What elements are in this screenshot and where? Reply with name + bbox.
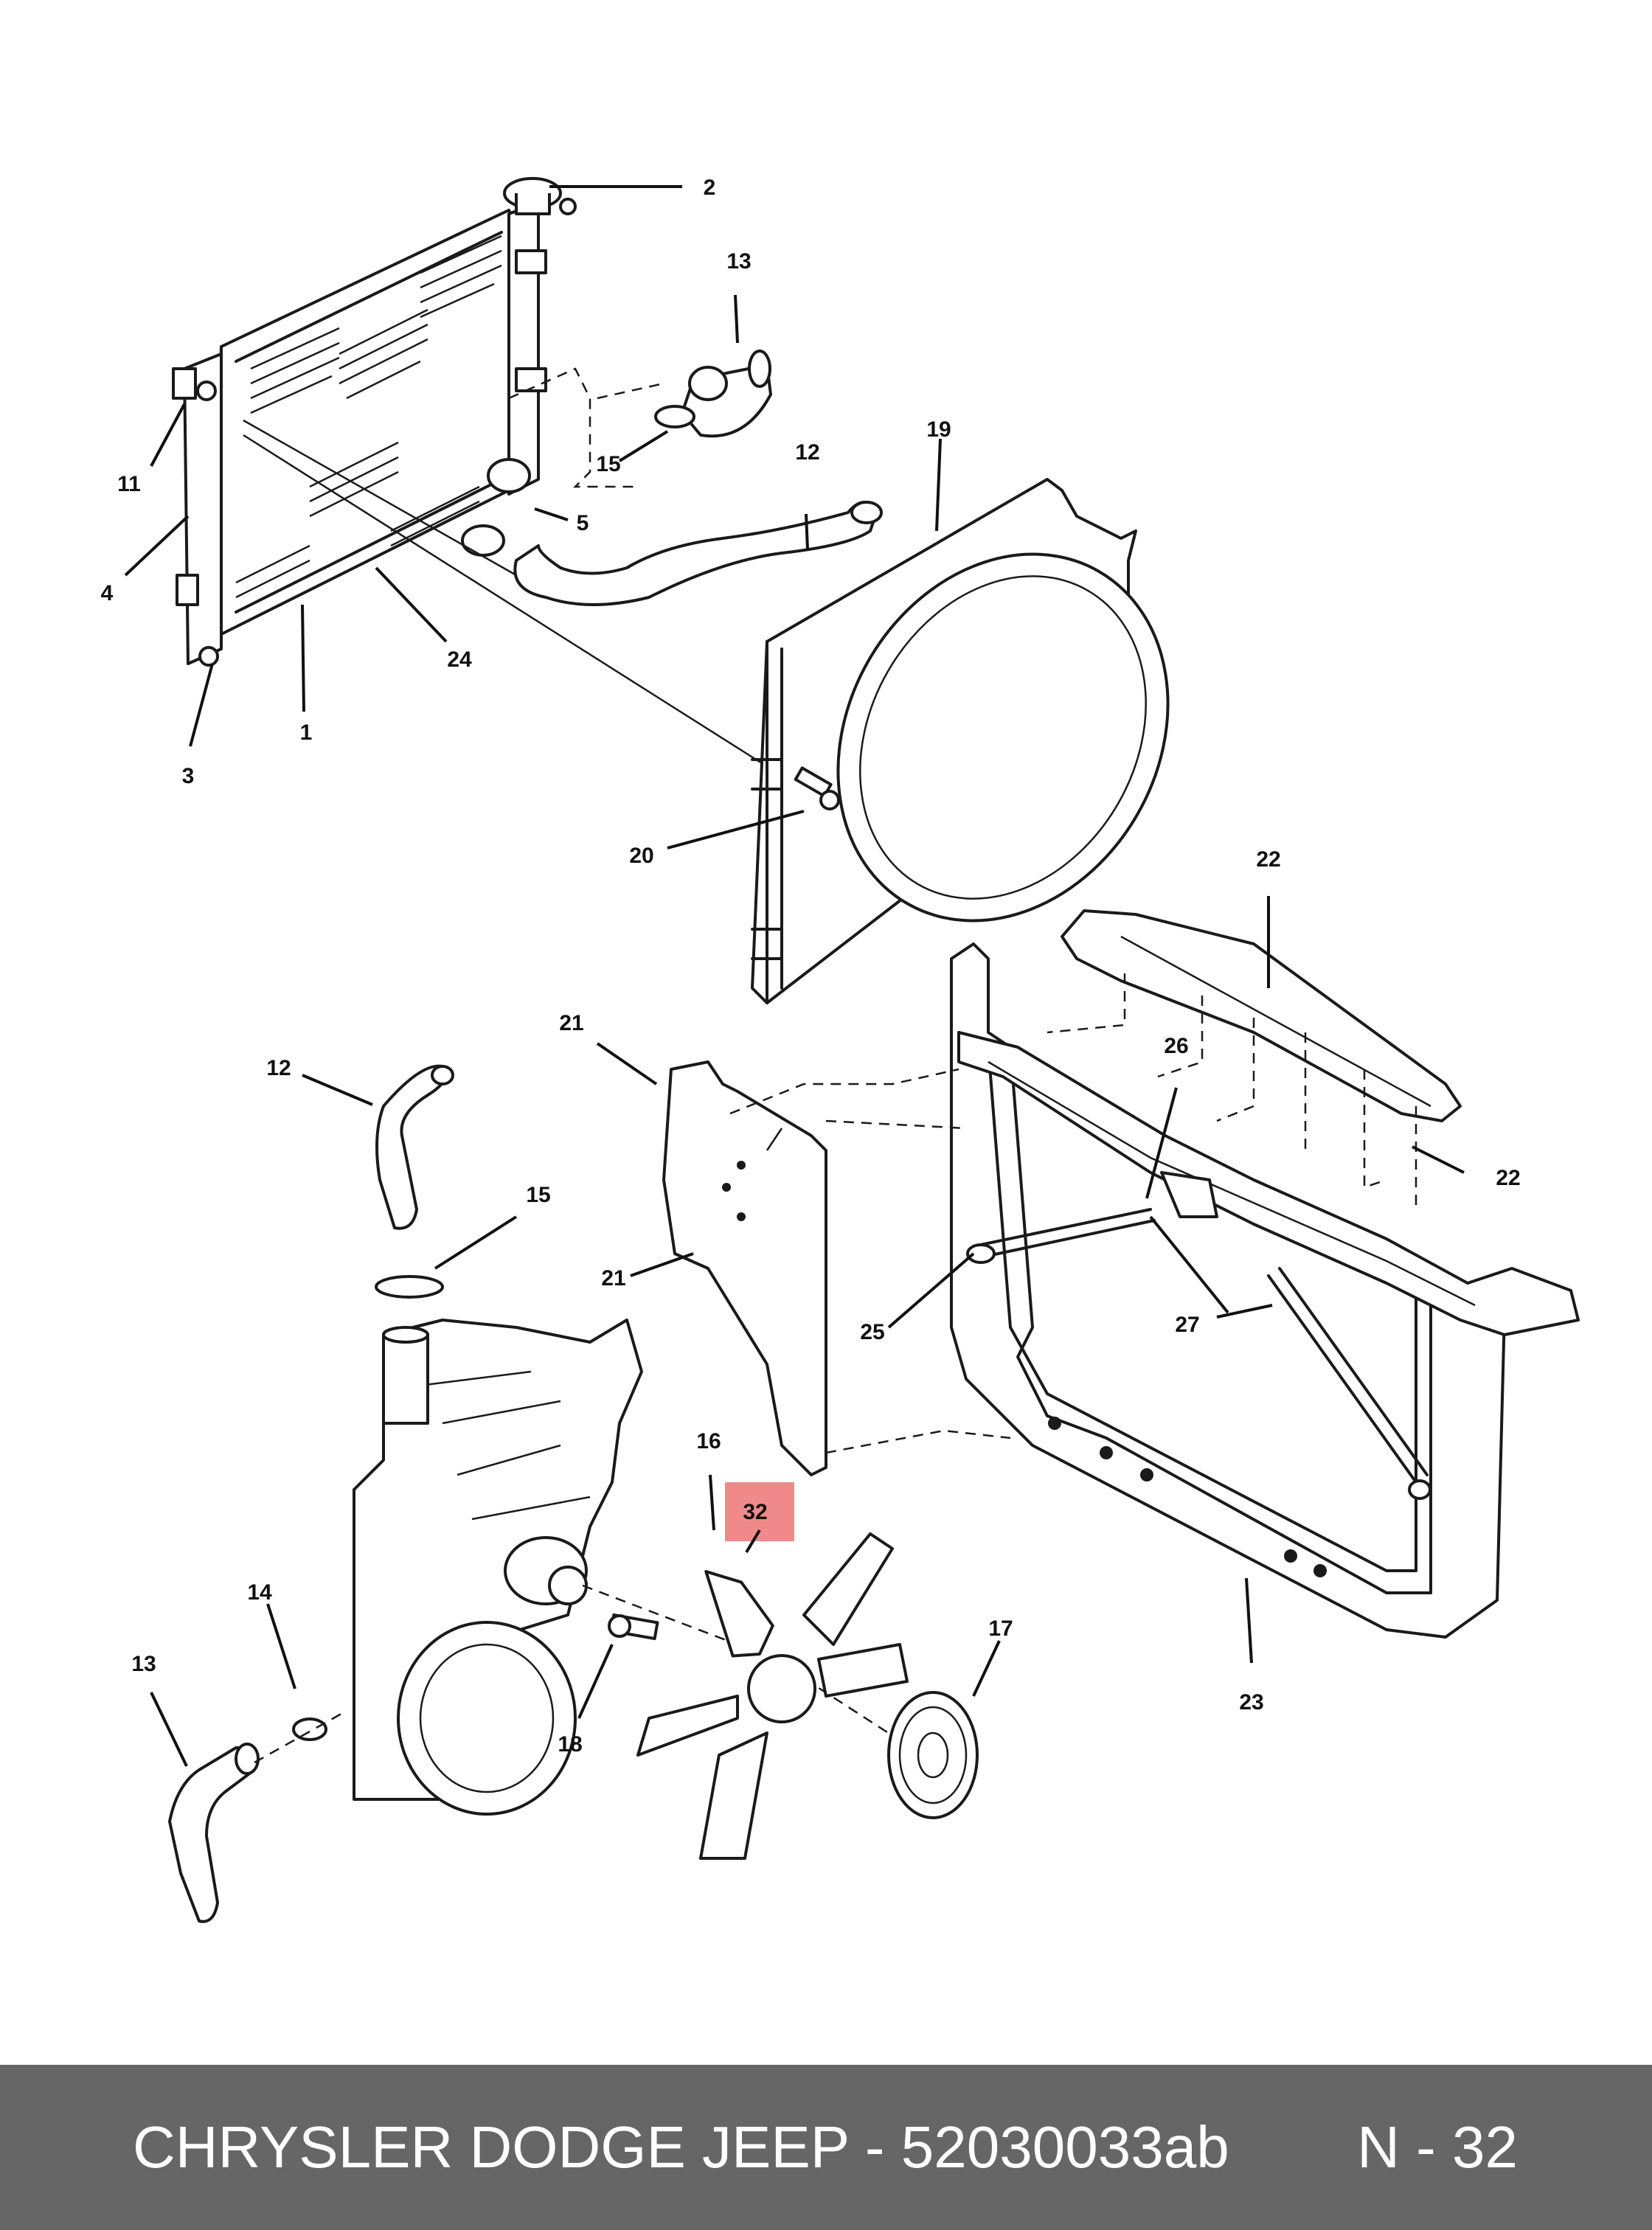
lower-clamp-15	[375, 1275, 444, 1299]
footer-bar: CHRYSLER DODGE JEEP - 52030033ab N - 32	[0, 2065, 1652, 2230]
callout-21: 21	[601, 1266, 625, 1291]
lower-hose-13	[168, 1743, 260, 1923]
engine-front	[353, 1319, 643, 1816]
callout-13: 13	[726, 249, 751, 274]
cross-beam	[957, 1031, 1580, 1336]
fan-shroud	[751, 478, 1170, 1004]
shroud-bracket-21	[662, 1060, 827, 1476]
clamp-14	[292, 1717, 327, 1741]
leader-lines	[124, 185, 1465, 1767]
callouts: 2 13 15 12 19 5 11 4 24 1 3 20 22 22 21 …	[101, 176, 1521, 1757]
callout-23: 23	[1239, 1690, 1263, 1715]
footer-part-title: CHRYSLER DODGE JEEP - 52030033ab	[133, 2114, 1229, 2180]
clamp-5	[461, 524, 505, 557]
hose-12-upper	[513, 501, 883, 606]
callout-32: 32	[743, 1500, 767, 1524]
callout-20: 20	[629, 844, 653, 868]
callout-14: 14	[247, 1580, 272, 1605]
footer-part-number: N - 32	[1357, 2114, 1518, 2180]
upper-hose-13	[681, 350, 772, 438]
callout-16: 16	[696, 1429, 721, 1453]
dashed-bolt-lines-22	[1047, 973, 1417, 1209]
callout-27: 27	[1175, 1313, 1199, 1337]
callout-25: 25	[860, 1320, 884, 1344]
upper-crossmember-22	[1061, 909, 1462, 1122]
cooling-fan-16	[636, 1532, 909, 1860]
callout-2: 2	[704, 176, 716, 200]
radiator-cap	[503, 177, 577, 215]
callout-18: 18	[558, 1732, 582, 1757]
fan-clutch-17	[887, 1691, 979, 1819]
callout-26: 26	[1164, 1034, 1188, 1058]
radiator	[183, 201, 540, 665]
callout-3: 3	[182, 764, 195, 788]
radiator-support-frame	[950, 942, 1506, 1639]
callout-11: 11	[117, 472, 141, 496]
clamp-15-upper	[654, 405, 695, 428]
callout-12: 12	[795, 440, 819, 465]
lower-hose-12	[375, 1064, 454, 1230]
callout-1: 1	[300, 720, 313, 745]
callout-19: 19	[926, 417, 951, 442]
callout-22: 22	[1256, 847, 1280, 872]
callout-22: 22	[1496, 1166, 1520, 1190]
bolt-18	[608, 1613, 659, 1641]
callout-15: 15	[526, 1183, 550, 1207]
callout-21: 21	[559, 1011, 583, 1035]
callout-12: 12	[266, 1056, 291, 1080]
callout-5: 5	[577, 511, 589, 535]
callout-15: 15	[596, 452, 620, 476]
callout-4: 4	[101, 581, 114, 605]
bolt-20	[794, 766, 840, 810]
radiator-brackets	[172, 249, 547, 667]
callout-17: 17	[988, 1616, 1013, 1641]
callout-24: 24	[447, 647, 472, 672]
cooling-system-exploded-diagram: 2 13 15 12 19 5 11 4 24 1 3 20 22 22 21 …	[101, 176, 1580, 1923]
strut-rods	[966, 1208, 1431, 1500]
callout-13: 13	[131, 1652, 156, 1676]
